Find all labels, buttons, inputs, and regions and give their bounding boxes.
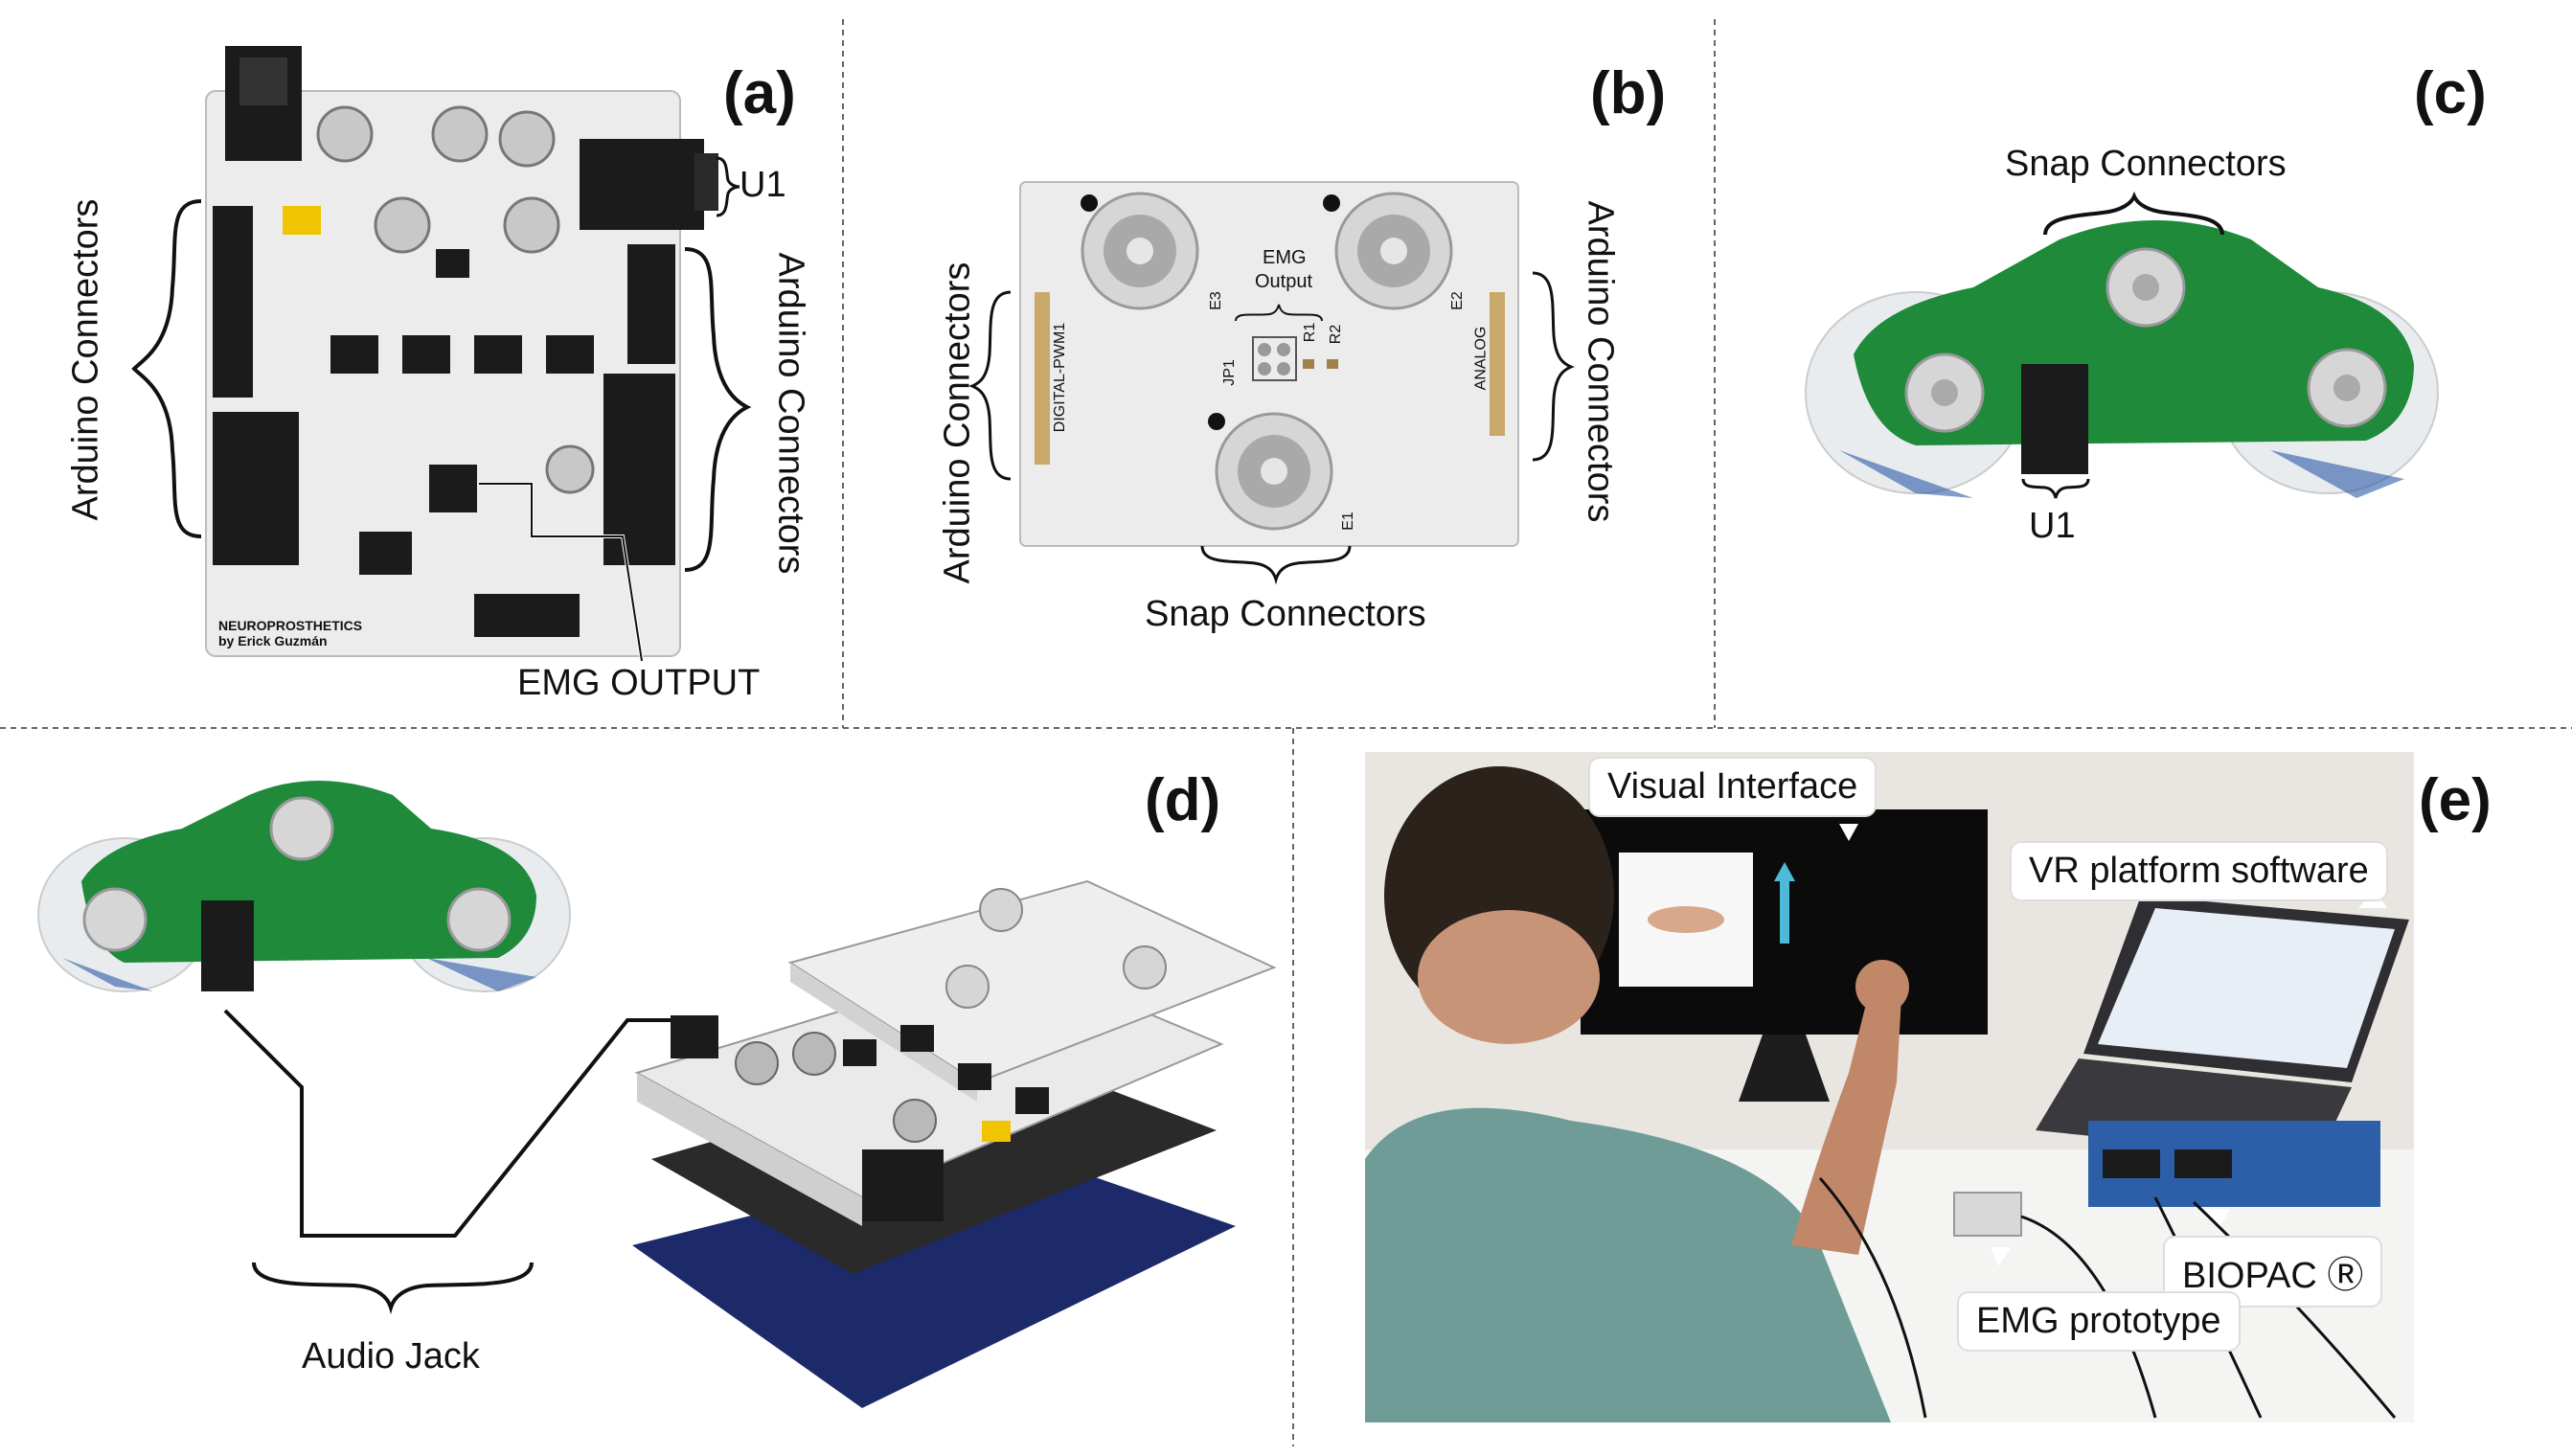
biopac-callout: BIOPAC Ⓡ	[2165, 1238, 2381, 1306]
vr-platform-software-callout: VR platform software	[2012, 843, 2386, 899]
panel-a-label: (a)	[723, 60, 796, 126]
panel-d-label: (d)	[1145, 767, 1221, 833]
u1-label: U1	[740, 165, 786, 205]
emg-output-silk-line1: EMG	[1263, 247, 1307, 268]
panel-b-label: (b)	[1590, 60, 1667, 126]
panel-c-label: (c)	[2414, 60, 2487, 126]
snap-connectors-label-c: Snap Connectors	[2005, 144, 2287, 184]
visual-interface-callout: Visual Interface	[1590, 759, 1876, 815]
board-silkscreen: NEUROPROSTHETICS by Erick Guzmán	[218, 618, 363, 648]
emg-output-silk-line2: Output	[1255, 271, 1313, 292]
audio-jack-label: Audio Jack	[302, 1336, 480, 1376]
u1-label-c: U1	[2029, 506, 2076, 546]
emg-output-label: EMG OUTPUT	[517, 663, 761, 703]
emg-prototype-callout: EMG prototype	[1959, 1293, 2239, 1350]
snap-connectors-label-b: Snap Connectors	[1145, 594, 1426, 634]
panel-e-label: (e)	[2419, 767, 2492, 833]
